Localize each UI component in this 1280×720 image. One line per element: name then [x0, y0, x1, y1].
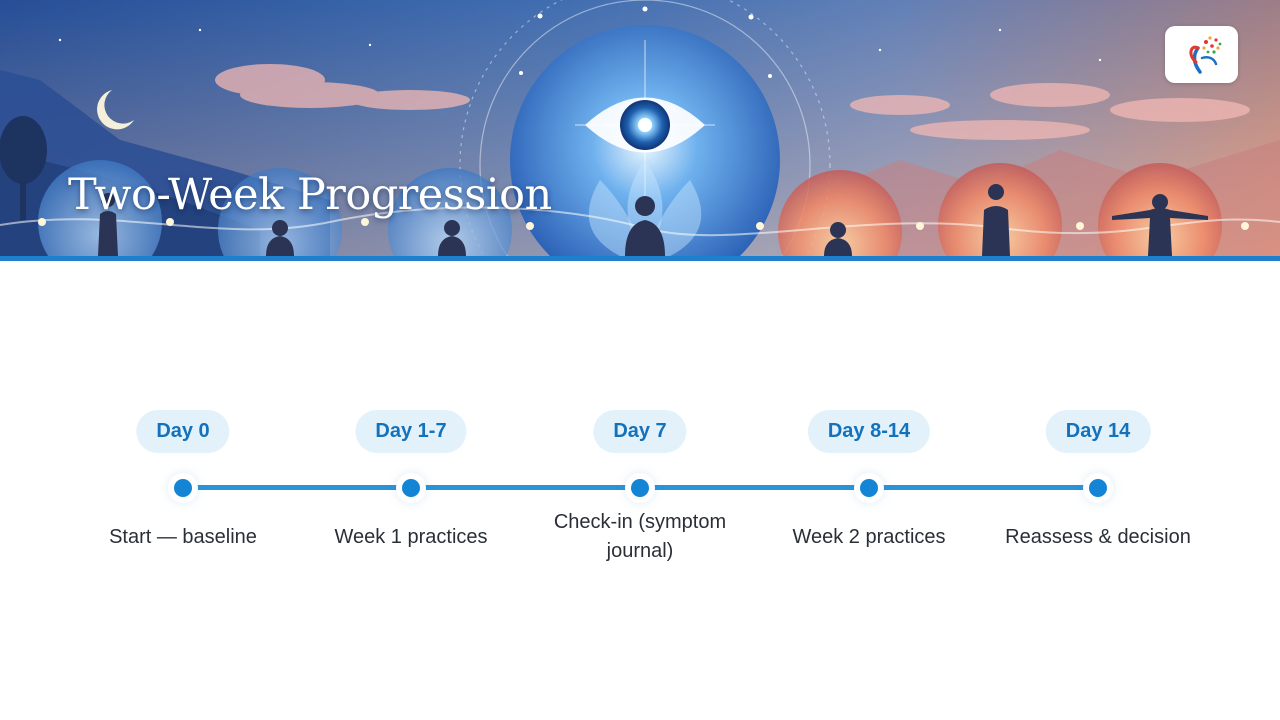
milestone-caption: Week 2 practices [792, 526, 946, 548]
milestone-dot [174, 479, 192, 497]
milestone-dot [860, 479, 878, 497]
milestone-caption: Reassess & decision [1005, 526, 1191, 548]
timeline-segment [192, 485, 402, 490]
banner-accent-rule [0, 256, 1280, 261]
logo [1165, 26, 1238, 83]
milestone-dot [402, 479, 420, 497]
header-banner [0, 0, 1280, 256]
banner-illustration [0, 0, 1280, 256]
milestone-dot [631, 479, 649, 497]
timeline-segment [650, 485, 860, 490]
progression-timeline: Day 0 Start — baseline Day 1-7 Week 1 pr… [0, 380, 1280, 620]
milestone-dot [1089, 479, 1107, 497]
milestone-caption: Check-in (symptom journal) [553, 511, 727, 562]
milestone-label: Day 8-14 [807, 410, 931, 453]
milestone-caption: Start — baseline [109, 526, 257, 548]
tree-logo-icon [1189, 35, 1221, 74]
milestone-label: Day 0 [136, 410, 230, 453]
milestone-caption: Week 1 practices [334, 526, 488, 548]
page-title: Two-Week Progression [68, 170, 552, 220]
timeline-segment [421, 485, 631, 490]
timeline-segment [879, 485, 1089, 490]
milestone-label: Day 14 [1045, 410, 1151, 453]
milestone-label: Day 1-7 [355, 410, 467, 453]
milestone-label: Day 7 [593, 410, 687, 453]
